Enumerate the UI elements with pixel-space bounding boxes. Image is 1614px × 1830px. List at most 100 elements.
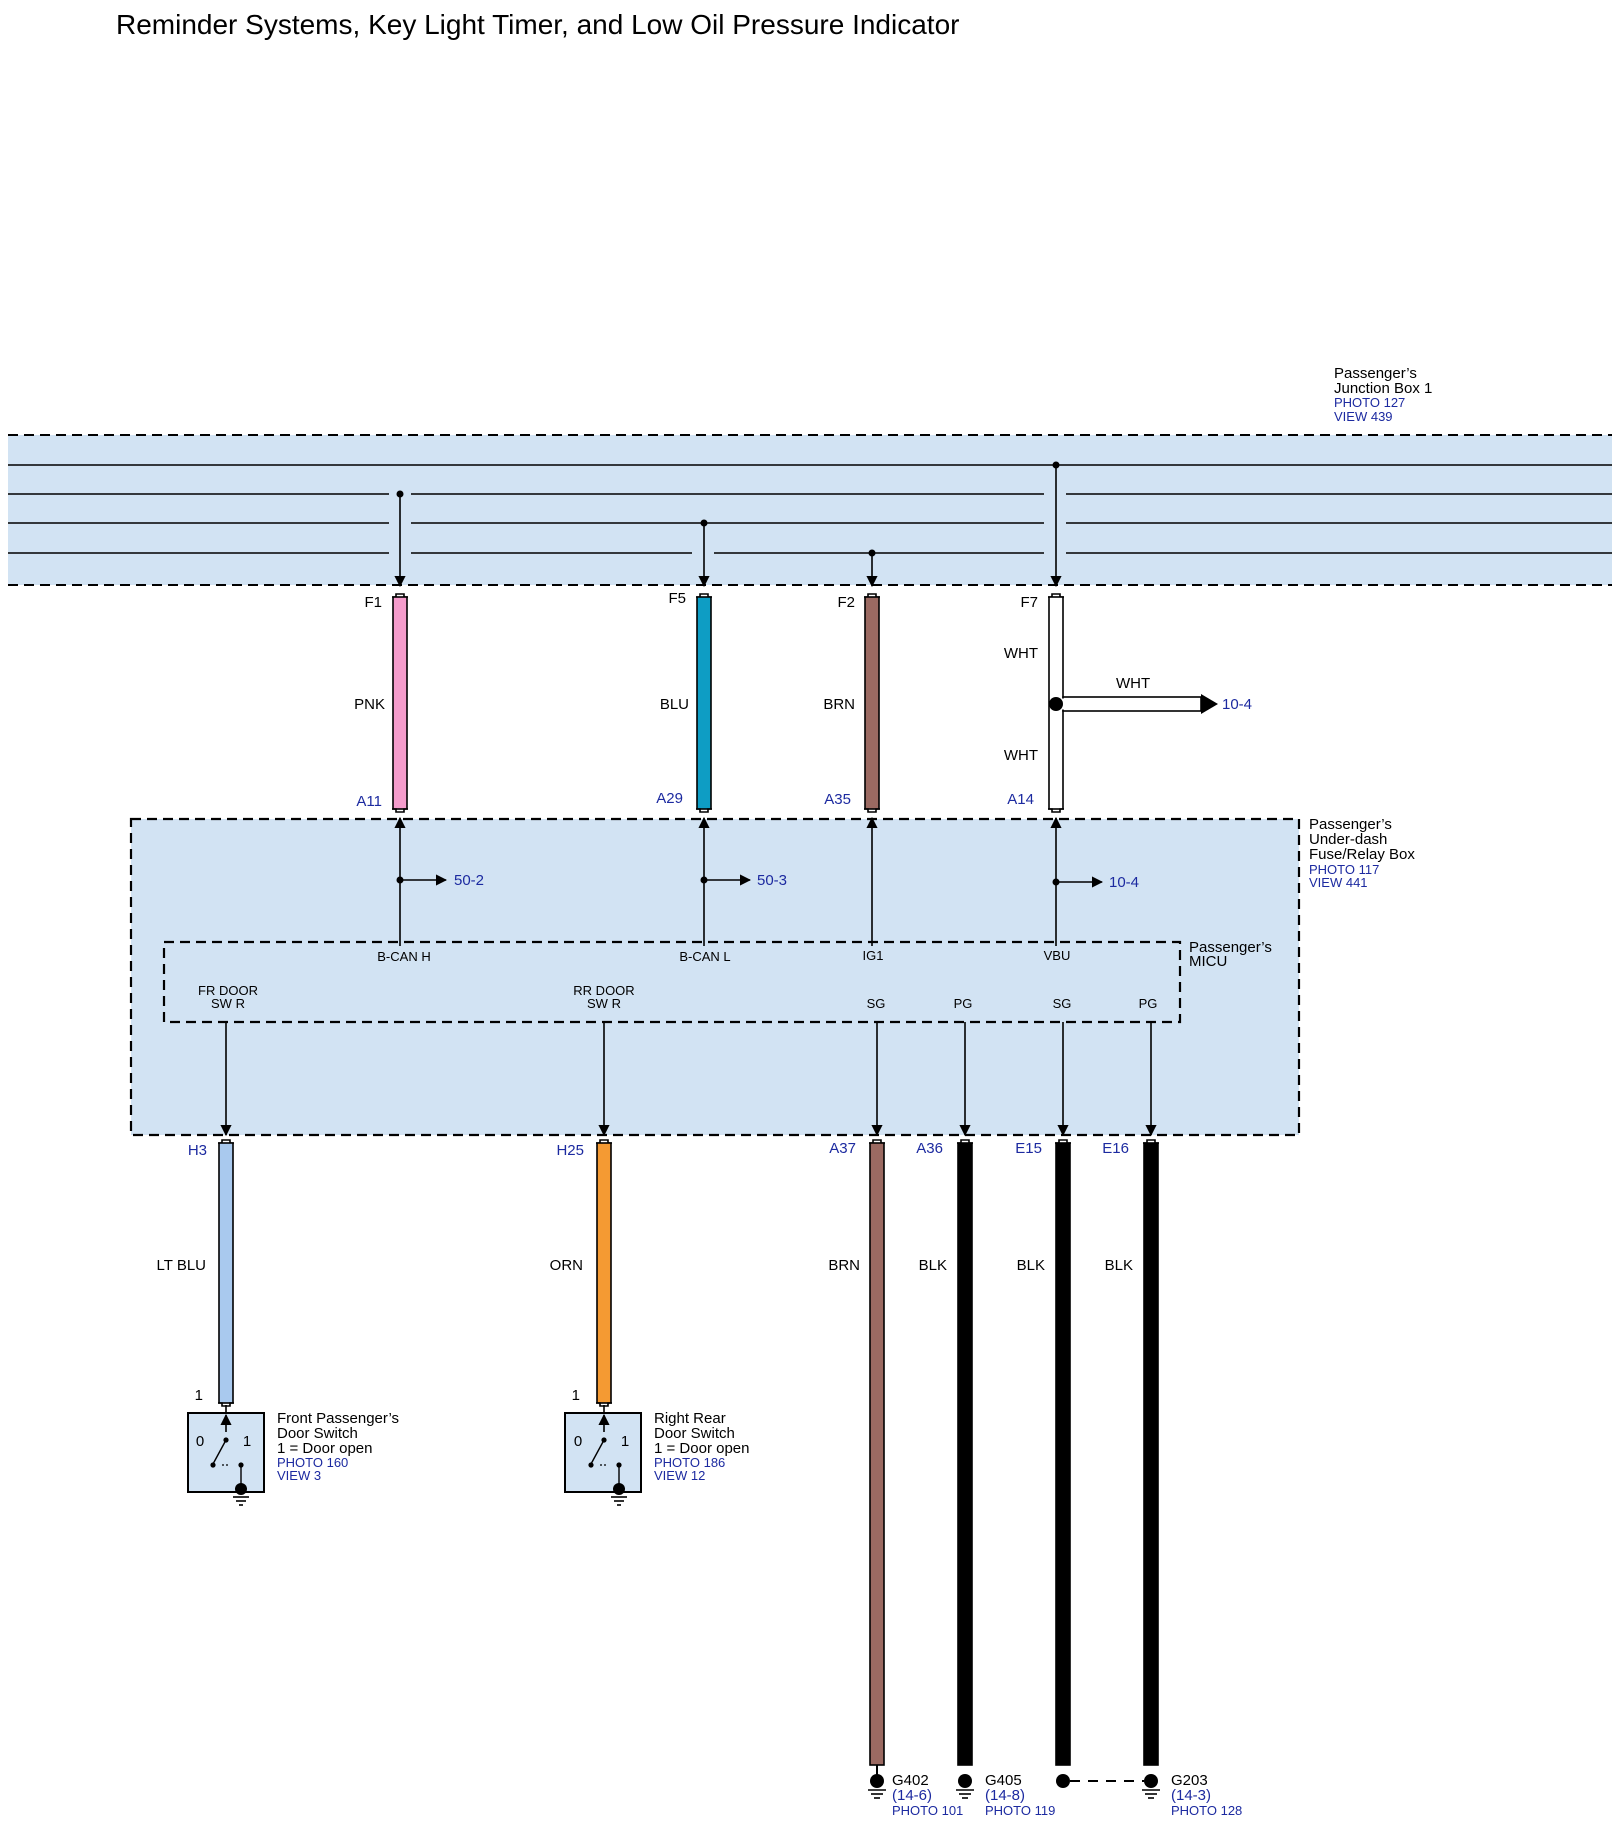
svg-text:PHOTO 186: PHOTO 186 (654, 1455, 725, 1470)
svg-text:MICU: MICU (1189, 953, 1227, 970)
pin-label: 1 (195, 1387, 203, 1404)
svg-text:1 = Door open: 1 = Door open (277, 1440, 373, 1457)
pin-label: A37 (829, 1140, 856, 1157)
wire-wht-branch (1062, 696, 1202, 712)
fuse-relay-box (129, 817, 1301, 1137)
terminal-vbu: VBU (1044, 948, 1071, 963)
pin-label: A11 (356, 793, 382, 810)
junction-box (8, 434, 1612, 588)
splice-dot (1049, 697, 1063, 711)
cross-ref: 50-2 (454, 872, 484, 889)
pin-label: A36 (916, 1140, 943, 1157)
terminal-pg: PG (1139, 996, 1158, 1011)
terminal-bcan-l: B-CAN L (679, 949, 730, 964)
wire-color-label: BLK (1105, 1257, 1133, 1274)
wire-color-label: BLK (919, 1257, 947, 1274)
micu-box (162, 940, 1182, 1024)
terminal-ig1: IG1 (863, 948, 884, 963)
wire-blk (1143, 1142, 1159, 1766)
cross-ref: 50-3 (757, 872, 787, 889)
upper-wires (392, 593, 1218, 813)
svg-text:(14-8): (14-8) (985, 1787, 1025, 1804)
ground-g203: G203 (14-3) PHOTO 128 (1056, 1772, 1242, 1818)
wire-orn (596, 1142, 612, 1404)
wire-color-label: WHT (1004, 645, 1038, 662)
ground-icon (613, 1483, 625, 1495)
micu-label: Passenger’s MICU (1189, 939, 1272, 970)
ground-icon (1056, 1774, 1070, 1788)
junction-box-label: Passenger’s Junction Box 1 PHOTO 127 VIE… (1334, 365, 1432, 424)
pin-label: H25 (556, 1142, 584, 1159)
terminal-sg: SG (867, 996, 886, 1011)
pin-label: F5 (668, 590, 686, 607)
svg-text:VIEW 439: VIEW 439 (1334, 409, 1393, 424)
svg-text:RR DOOR: RR DOOR (573, 983, 634, 998)
pin-label: F2 (837, 594, 855, 611)
svg-text:Passenger’s: Passenger’s (1334, 365, 1417, 382)
pin-label: A14 (1007, 791, 1034, 808)
cross-ref: 10-4 (1222, 696, 1252, 713)
terminal-rr-door-sw: SW R (587, 996, 621, 1011)
wire-color-label: WHT (1004, 747, 1038, 764)
wire-pnk (392, 596, 408, 810)
micu-terminal-labels: B-CAN H B-CAN L IG1 VBU FR DOOR SW R RR … (198, 948, 1157, 1011)
svg-text:PHOTO 160: PHOTO 160 (277, 1455, 348, 1470)
svg-text:1: 1 (243, 1433, 251, 1450)
svg-text:Passenger’s: Passenger’s (1309, 816, 1392, 833)
pin-label: H3 (188, 1142, 207, 1159)
lower-wire-labels: H3 LT BLU H25 ORN A37 BRN A36 BLK E15 BL… (157, 1140, 1133, 1274)
svg-text:Fuse/Relay Box: Fuse/Relay Box (1309, 846, 1415, 863)
svg-text:Door Switch: Door Switch (654, 1425, 735, 1442)
svg-text:PHOTO 119: PHOTO 119 (985, 1803, 1055, 1818)
lower-wires (218, 1139, 1159, 1766)
wire-brn (864, 596, 880, 810)
pin-label: E16 (1102, 1140, 1129, 1157)
wire-color-label: BLU (660, 696, 689, 713)
micu-lower-connections (220, 1022, 1157, 1137)
svg-text:VIEW 3: VIEW 3 (277, 1468, 321, 1483)
fuse-box-label: Passenger’s Under-dash Fuse/Relay Box PH… (1309, 816, 1415, 890)
wire-color-label: BLK (1017, 1257, 1045, 1274)
pin-label: A35 (824, 791, 851, 808)
wire-color-label: BRN (823, 696, 855, 713)
pin-label: 1 (572, 1387, 580, 1404)
svg-text:1 = Door open: 1 = Door open (654, 1440, 750, 1457)
cross-ref: 10-4 (1109, 874, 1139, 891)
wire-color-label: BRN (828, 1257, 860, 1274)
svg-text:Junction Box 1: Junction Box 1 (1334, 380, 1432, 397)
svg-text:0: 0 (196, 1433, 204, 1450)
branch-arrow (1201, 694, 1218, 714)
ground-icon (235, 1483, 247, 1495)
svg-text:G203: G203 (1171, 1772, 1208, 1789)
svg-text:PHOTO 128: PHOTO 128 (1171, 1803, 1242, 1818)
svg-text:VIEW 12: VIEW 12 (654, 1468, 705, 1483)
page-title: Reminder Systems, Key Light Timer, and L… (116, 9, 959, 40)
pin-label: F7 (1020, 594, 1038, 611)
svg-text:G405: G405 (985, 1772, 1022, 1789)
terminal-fr-door-sw: SW R (211, 996, 245, 1011)
svg-text:(14-6): (14-6) (892, 1787, 932, 1804)
cross-references: 50-2 50-3 10-4 (454, 872, 1139, 891)
right-rear-door-switch: 1 0 1 Right Rear Door Switch 1 = Door op… (564, 1387, 750, 1506)
pin-label: A29 (656, 790, 683, 807)
svg-text:G402: G402 (892, 1772, 929, 1789)
pin-label: F1 (364, 594, 382, 611)
svg-text:Right Rear: Right Rear (654, 1410, 726, 1427)
ground-icon (1144, 1774, 1158, 1788)
wire-brn (869, 1142, 885, 1766)
front-passenger-door-switch: 1 0 1 Front Passenger’s Door Switch 1 = … (187, 1387, 399, 1506)
svg-text:PHOTO 117: PHOTO 117 (1309, 862, 1379, 877)
terminal-pg: PG (954, 996, 973, 1011)
pin-label: E15 (1015, 1140, 1042, 1157)
wire-color-label: WHT (1116, 675, 1150, 692)
wire-lt-blu (218, 1142, 234, 1404)
terminal-bcan-h: B-CAN H (377, 949, 430, 964)
svg-text:Under-dash: Under-dash (1309, 831, 1387, 848)
wire-color-label: LT BLU (157, 1257, 206, 1274)
wire-blu (696, 596, 712, 810)
svg-text:Passenger’s: Passenger’s (1189, 939, 1272, 956)
wire-color-label: ORN (550, 1257, 583, 1274)
wire-blk (957, 1142, 973, 1766)
svg-text:Door Switch: Door Switch (277, 1425, 358, 1442)
ground-g405: G405 (14-8) PHOTO 119 (956, 1772, 1055, 1818)
